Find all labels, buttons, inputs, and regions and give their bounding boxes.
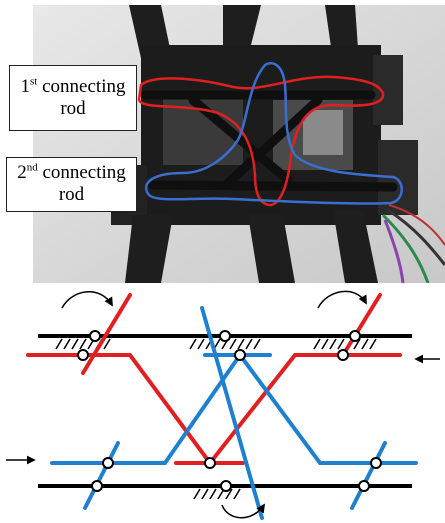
rod1-line2: rod — [60, 98, 86, 119]
rod1-outline — [137, 75, 385, 207]
joint-icon — [77, 330, 382, 492]
rod2-ordinal-sup: nd — [26, 161, 38, 174]
ground-hatch-icon — [193, 488, 241, 500]
mechanism-photo — [33, 5, 445, 283]
rotation-arrow-icon — [317, 290, 367, 309]
rod2-line2: rod — [58, 184, 85, 205]
rod2-ordinal: 2 — [17, 162, 27, 183]
ground-hatch-icon — [55, 338, 377, 350]
label-rod1: 1st connecting rod — [9, 65, 137, 131]
kinematic-diagram — [6, 290, 440, 520]
rod2-outline — [144, 61, 403, 205]
rotation-arrow-icon — [221, 503, 265, 519]
label-rod2: 2nd connecting rod — [6, 157, 137, 212]
rod2-line1: connecting — [37, 162, 126, 183]
red-links — [26, 293, 402, 465]
rod1-line1: connecting — [37, 76, 126, 97]
rotation-arrow-icon — [61, 291, 113, 309]
rod1-ordinal-sup: st — [30, 75, 38, 88]
rod1-ordinal: 1 — [20, 76, 31, 97]
blue-links — [50, 306, 418, 520]
